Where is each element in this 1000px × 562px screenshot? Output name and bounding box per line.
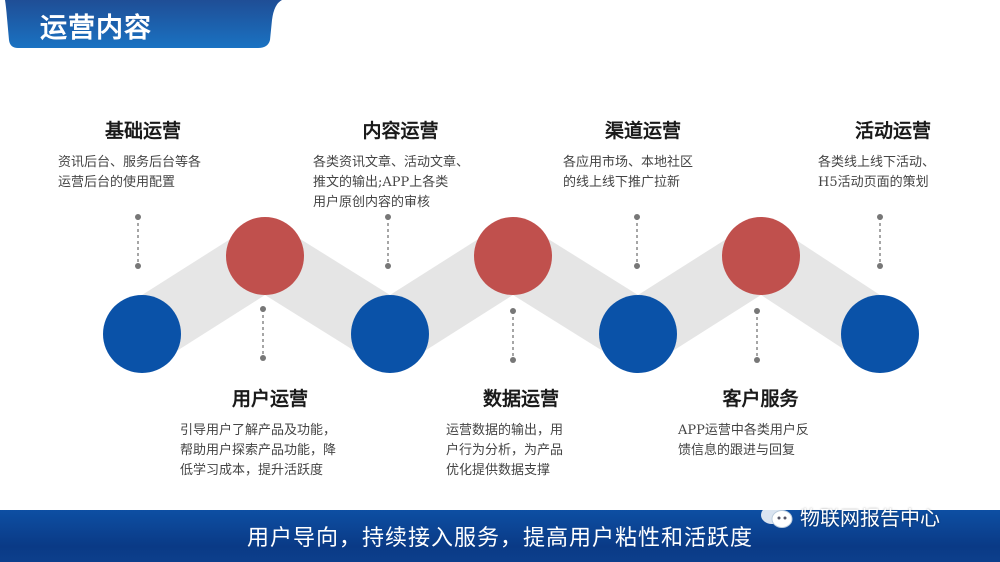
node-blue-2 <box>351 295 429 373</box>
item-desc: 各应用市场、本地社区 的线上线下推广拉新 <box>563 155 694 190</box>
header-tab <box>5 0 282 48</box>
item-title: 客户服务 <box>722 388 799 410</box>
footer-banner: 用户导向，持续接入服务，提高用户粘性和活跃度 <box>0 510 1000 562</box>
item-title: 数据运营 <box>482 388 559 410</box>
item-channel-ops: 渠道运营 各应用市场、本地社区 的线上线下推广拉新 <box>563 116 723 193</box>
item-customer-service: 客户服务 APP运营中各类用户反 馈信息的跟进与回复 <box>678 384 843 461</box>
item-data-ops: 数据运营 运营数据的输出，用 户行为分析，为产品 优化提供数据支撑 <box>446 384 596 481</box>
item-title: 内容运营 <box>362 120 439 142</box>
node-blue-3 <box>599 295 677 373</box>
node-blue-4 <box>841 295 919 373</box>
item-desc: 引导用户了解产品及功能， 帮助用户探索产品功能，降 低学习成本，提升活跃度 <box>180 423 337 478</box>
top-connectors <box>135 214 883 269</box>
item-title: 渠道运营 <box>604 120 681 142</box>
footer-slogan: 用户导向，持续接入服务，提高用户粘性和活跃度 <box>246 526 753 551</box>
item-desc: 各类线上线下活动、 H5活动页面的策划 <box>818 155 936 190</box>
item-desc: 资讯后台、服务后台等各 运营后台的使用配置 <box>58 155 202 190</box>
item-title: 用户运营 <box>231 388 308 410</box>
item-desc: 运营数据的输出，用 户行为分析，为产品 优化提供数据支撑 <box>446 423 564 478</box>
item-title: 基础运营 <box>104 120 181 142</box>
bottom-connectors <box>260 306 760 363</box>
page-title: 运营内容 <box>40 13 152 44</box>
item-title: 活动运营 <box>854 120 931 142</box>
wechat-icon <box>761 505 793 528</box>
node-red-1 <box>226 217 304 295</box>
node-red-2 <box>474 217 552 295</box>
item-user-ops: 用户运营 引导用户了解产品及功能， 帮助用户探索产品功能，降 低学习成本，提升活… <box>180 384 360 481</box>
item-event-ops: 活动运营 各类线上线下活动、 H5活动页面的策划 <box>818 116 968 193</box>
watermark-text: 物联网报告中心 <box>800 506 940 530</box>
watermark: 物联网报告中心 <box>760 502 940 531</box>
item-desc: 各类资讯文章、活动文章、 推文的输出;APP上各类 用户原创内容的审核 <box>313 155 470 210</box>
item-basic-ops: 基础运营 资讯后台、服务后台等各 运营后台的使用配置 <box>58 116 228 193</box>
node-red-3 <box>722 217 800 295</box>
item-desc: APP运营中各类用户反 馈信息的跟进与回复 <box>678 423 809 458</box>
item-content-ops: 内容运营 各类资讯文章、活动文章、 推文的输出;APP上各类 用户原创内容的审核 <box>313 116 488 213</box>
node-blue-1 <box>103 295 181 373</box>
